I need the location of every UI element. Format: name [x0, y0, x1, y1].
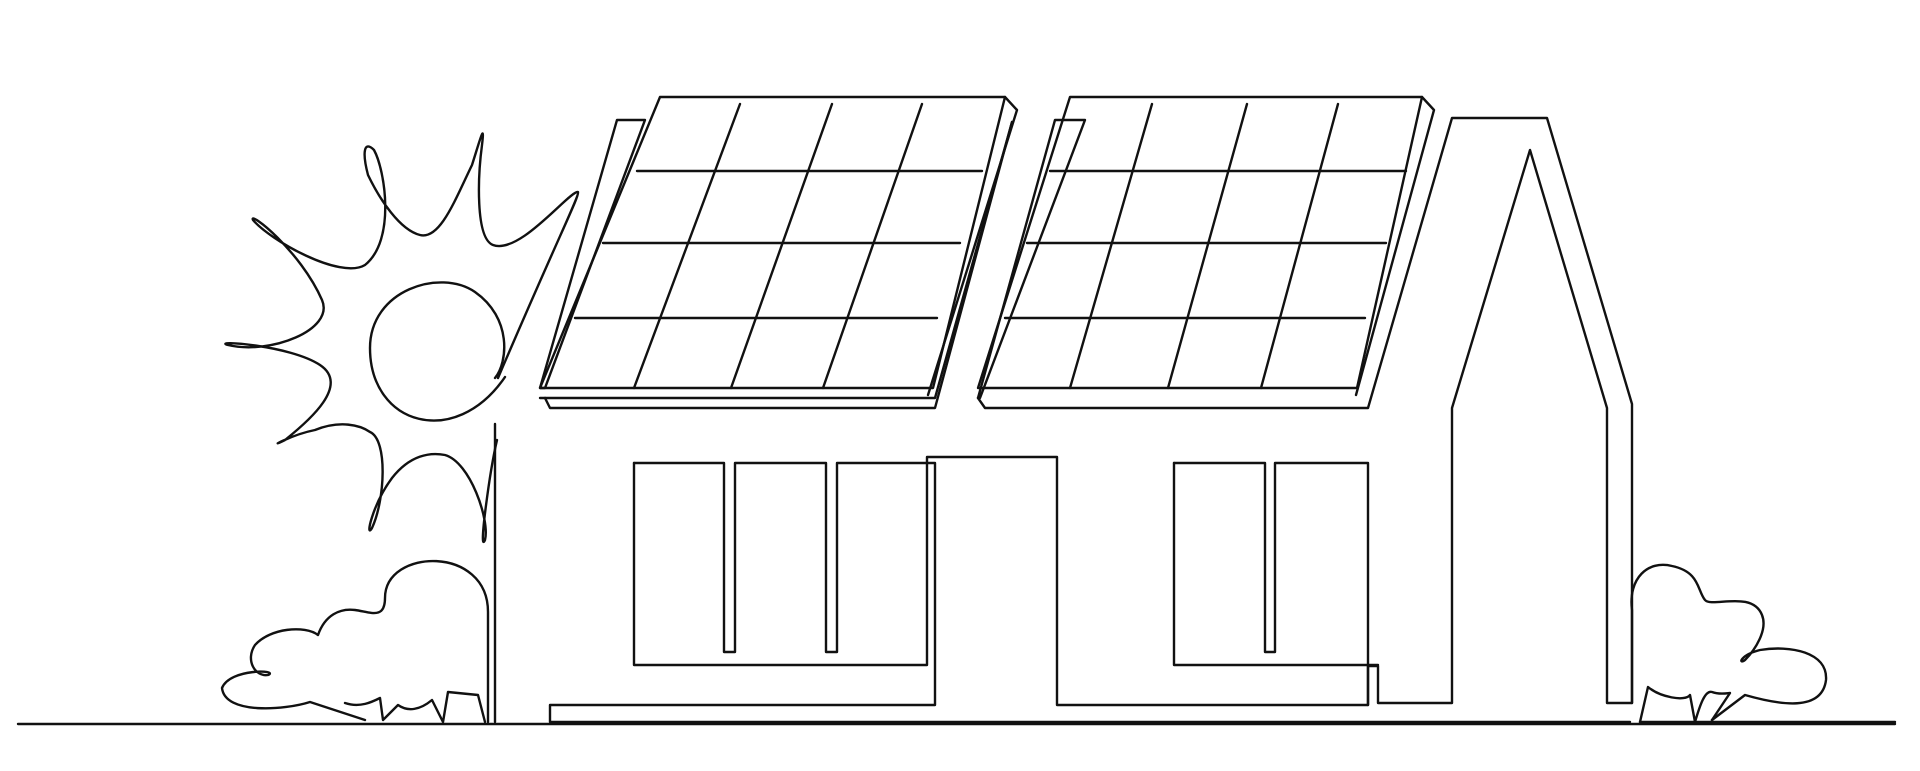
solar-panels-left [538, 95, 1019, 397]
solar-panels-right [976, 95, 1436, 397]
bush-right [1630, 563, 1897, 724]
windows-left [548, 455, 1632, 724]
windows-right [1172, 461, 1380, 707]
sun-icon [224, 132, 580, 544]
bush-left [220, 422, 497, 724]
roof-right [976, 116, 1634, 705]
